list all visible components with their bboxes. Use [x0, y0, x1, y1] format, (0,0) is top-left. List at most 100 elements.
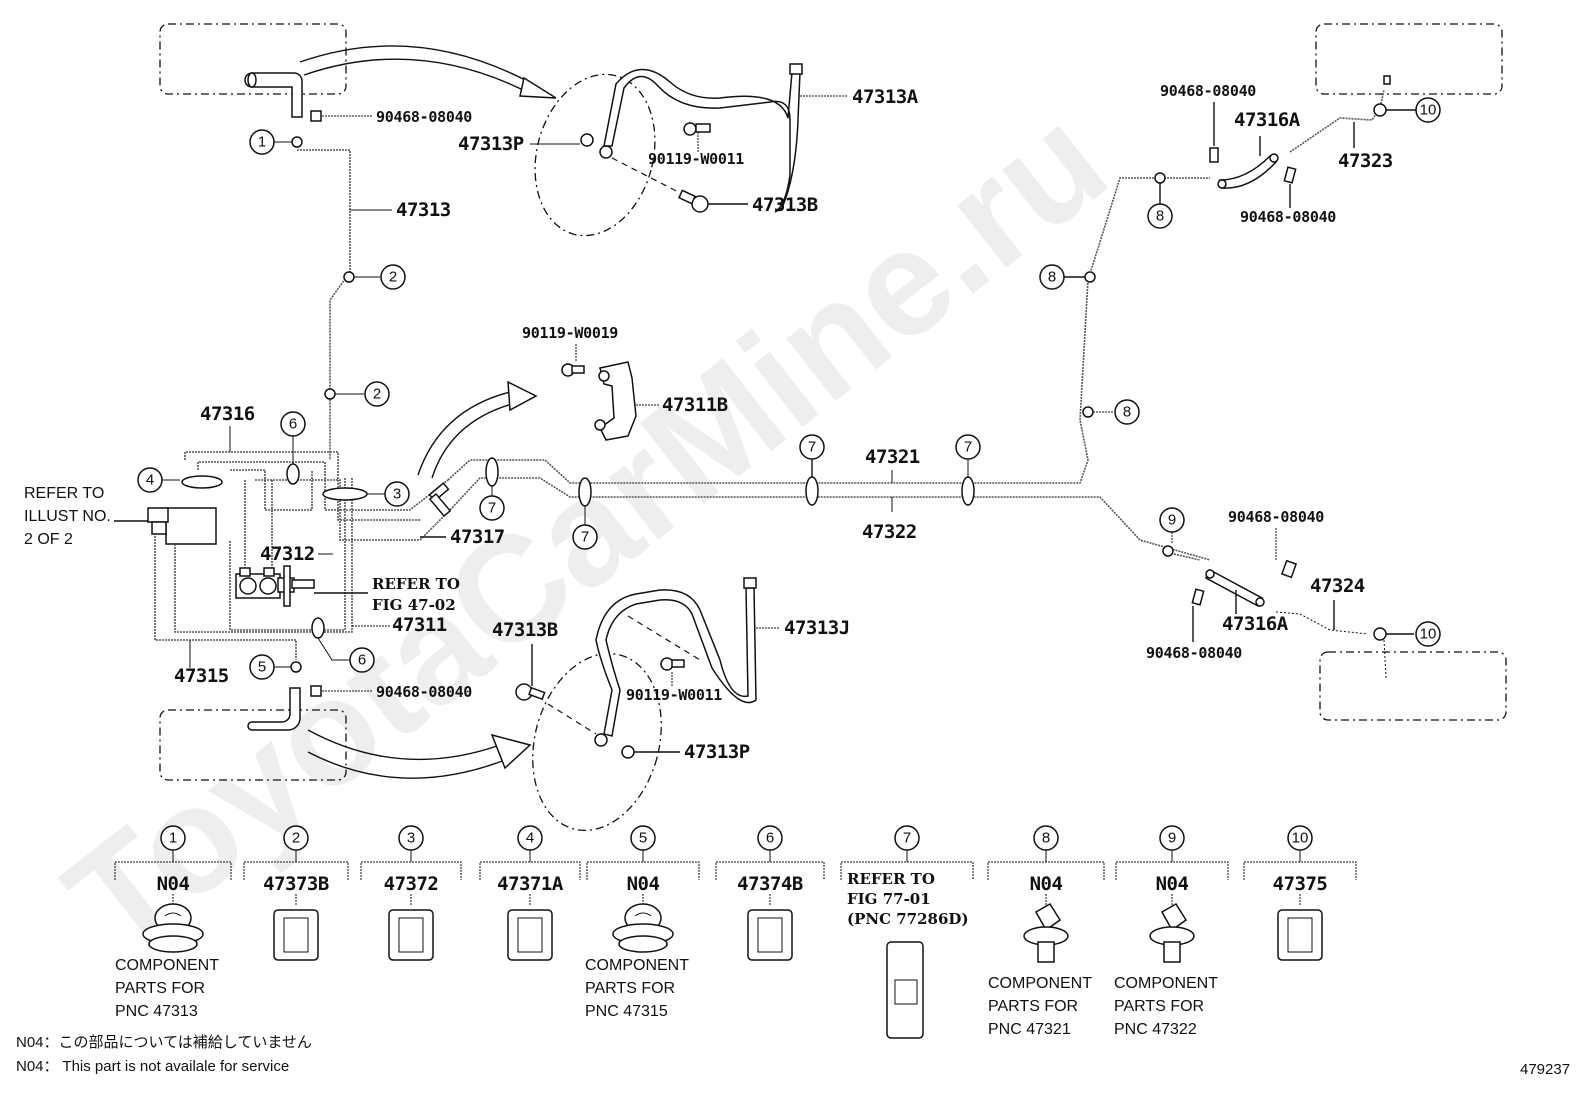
label-47313B-top: 47313B — [752, 194, 818, 216]
brake-tube-47313 — [297, 149, 351, 460]
clip-icon — [1280, 559, 1298, 579]
detail-circle-bottom — [532, 652, 662, 832]
clip-icon — [1209, 147, 1219, 163]
arrow-head-bottom — [490, 733, 532, 770]
label-47321: 47321 — [865, 446, 920, 468]
legend-note-line: PNC 47322 — [1114, 1021, 1197, 1038]
label-47311B: 47311B — [662, 394, 728, 416]
callout-7 — [572, 524, 598, 550]
legend-callout-number: 9 — [1168, 830, 1176, 847]
rear-right-wheel-box — [1319, 639, 1507, 721]
legend-part-ref-line: (PNC 77286D) — [847, 910, 969, 928]
svg-text:7: 7 — [808, 439, 816, 456]
svg-text:4: 4 — [146, 472, 154, 489]
legend-part-number: 47373B — [263, 873, 329, 895]
svg-text:2: 2 — [373, 386, 381, 403]
svg-text:10: 10 — [1420, 626, 1437, 643]
legend-note-line: PNC 47315 — [585, 1003, 668, 1020]
legend-note-line: PARTS FOR — [585, 980, 675, 997]
svg-text:7: 7 — [964, 439, 972, 456]
bracket-47311B — [594, 361, 637, 441]
label-47313: 47313 — [396, 199, 451, 221]
legend-callout-number: 8 — [1042, 830, 1050, 847]
label-90468-08040-tr1: 90468-08040 — [1160, 82, 1256, 100]
brake-tube-47322 — [449, 477, 1211, 561]
refer-fig-47-02-line1: REFER TO — [372, 575, 460, 593]
legend-item-2: 2 47373B — [243, 825, 349, 961]
callout-3 — [384, 481, 410, 507]
svg-text:7: 7 — [488, 500, 496, 517]
legend-callout-number: 5 — [639, 830, 647, 847]
label-47313P-top: 47313P — [458, 133, 524, 155]
svg-text:5: 5 — [258, 659, 266, 676]
legend-callout-number: 7 — [903, 830, 911, 847]
legend-note-line: COMPONENT — [115, 957, 219, 974]
legend-note-line: COMPONENT — [1114, 975, 1218, 992]
clip-icon — [1191, 588, 1205, 606]
legend-note-line: PARTS FOR — [988, 998, 1078, 1015]
svg-text:7: 7 — [581, 529, 589, 546]
legend-callout-number: 3 — [407, 830, 415, 847]
label-47313J: 47313J — [784, 617, 850, 639]
union-47317 — [428, 482, 452, 518]
svg-text:9: 9 — [1168, 512, 1176, 529]
detail-circle-top — [534, 73, 656, 237]
legend-callout-number: 10 — [1292, 830, 1309, 847]
legend-part-number: 47372 — [384, 873, 439, 895]
footnote-en: N04： This part is not availale for servi… — [16, 1058, 289, 1075]
brake-tube-47323 — [1289, 89, 1385, 153]
label-90468-08040-r1: 90468-08040 — [1228, 508, 1324, 526]
legend-note-line: PNC 47313 — [115, 1003, 198, 1020]
label-47316A-bottom: 47316A — [1222, 613, 1289, 635]
callout-10 — [1415, 97, 1441, 123]
callout-8 — [1147, 203, 1173, 229]
svg-text:8: 8 — [1048, 269, 1056, 286]
svg-text:3: 3 — [393, 486, 401, 503]
legend-callout-number: 4 — [526, 830, 534, 847]
label-90119-W0019: 90119-W0019 — [522, 324, 618, 342]
label-90468-08040: 90468-08040 — [376, 108, 472, 126]
arrow-to-detail-bottom — [307, 729, 506, 779]
label-47312: 47312 — [260, 543, 315, 565]
legend-callout-number: 6 — [766, 830, 774, 847]
legend-note-line: COMPONENT — [988, 975, 1092, 992]
legend-note-line: COMPONENT — [585, 957, 689, 974]
label-47316: 47316 — [200, 403, 255, 425]
rear-left-wheel-box — [1315, 23, 1503, 95]
label-47317: 47317 — [450, 526, 505, 548]
refer-illust-line1: REFER TO — [24, 485, 104, 502]
brake-tube-47321 — [447, 177, 1210, 484]
callout-7 — [479, 495, 505, 521]
callout-6 — [349, 647, 375, 673]
svg-text:8: 8 — [1156, 208, 1164, 225]
arrow-head-bracket — [507, 380, 538, 412]
clip-icon — [1283, 166, 1297, 184]
legend-part-number: N04 — [627, 873, 660, 895]
legend-part-ref-line: FIG 77-01 — [847, 890, 931, 908]
footnote-jp: N04：この部品については補給していません — [16, 1034, 312, 1051]
clip-icon — [310, 110, 322, 122]
label-47324: 47324 — [1310, 575, 1365, 597]
label-47311: 47311 — [392, 614, 447, 636]
svg-text:6: 6 — [358, 652, 366, 669]
bolt-90119-W0019-icon — [561, 363, 585, 377]
label-47313P-bottom: 47313P — [684, 741, 750, 763]
label-47323: 47323 — [1338, 150, 1393, 172]
svg-text:1: 1 — [258, 134, 266, 151]
arrow-to-detail-top — [299, 45, 541, 97]
label-47316A-top: 47316A — [1234, 109, 1301, 131]
label-47313A: 47313A — [852, 86, 919, 108]
callout-10 — [1415, 621, 1441, 647]
legend-callout-number: 2 — [292, 830, 300, 847]
flex-hose-47313A — [603, 68, 801, 213]
label-47315: 47315 — [174, 665, 229, 687]
figure-id: 479237 — [1520, 1061, 1570, 1078]
legend-note-line: PARTS FOR — [115, 980, 205, 997]
